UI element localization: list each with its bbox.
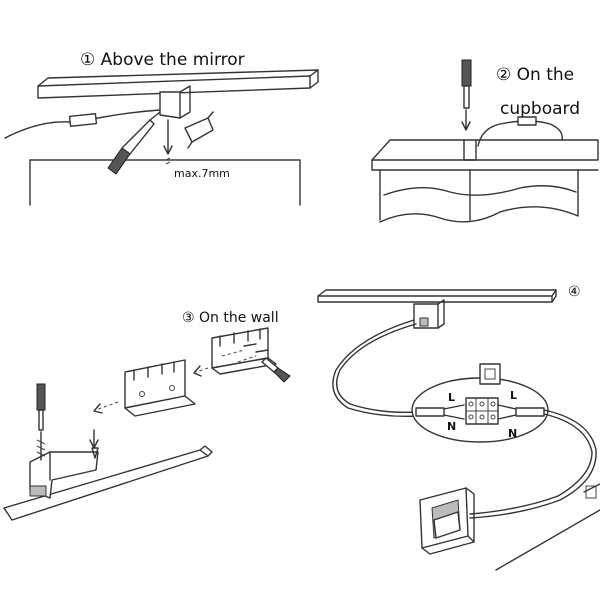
terminal-detail	[479, 363, 501, 385]
cupboard-screwdriver	[461, 59, 472, 131]
wire-label-n-right: N	[508, 427, 518, 440]
gap-arrow	[163, 119, 173, 155]
panel-4-number: ④	[568, 284, 581, 300]
wiring-cable-lamp	[336, 323, 419, 413]
panel-1-title: ① Above the mirror	[80, 50, 245, 70]
wall-edge	[495, 509, 600, 571]
panel-wall	[3, 327, 291, 521]
gap-label: max.7mm	[174, 167, 230, 180]
wire-label-l-left: L	[448, 391, 456, 404]
wiring-lamp-bar	[317, 289, 557, 297]
wire-label-n-left: N	[447, 420, 457, 433]
panel-2-title-line1: ② On the	[496, 65, 575, 85]
panel-wiring	[317, 289, 600, 571]
cupboard-connector	[517, 116, 537, 126]
mounting-block	[159, 91, 181, 119]
clip-bracket	[184, 117, 214, 143]
panel-cupboard	[371, 59, 599, 223]
panel-2-title-line2: cupboard	[500, 99, 581, 119]
cupboard-top	[371, 139, 599, 161]
driver-box	[68, 112, 98, 128]
screwdriver	[107, 111, 161, 175]
wall-switch	[419, 487, 475, 555]
mirror-outline	[29, 159, 301, 206]
panel-3-title: ③ On the wall	[182, 310, 279, 326]
wall-small-screwdriver	[261, 357, 291, 383]
wiring-cable-switch	[469, 409, 597, 519]
panel-above-mirror	[4, 69, 319, 206]
wall-screwdriver	[36, 383, 46, 461]
wire-label-l-right: L	[510, 389, 518, 402]
